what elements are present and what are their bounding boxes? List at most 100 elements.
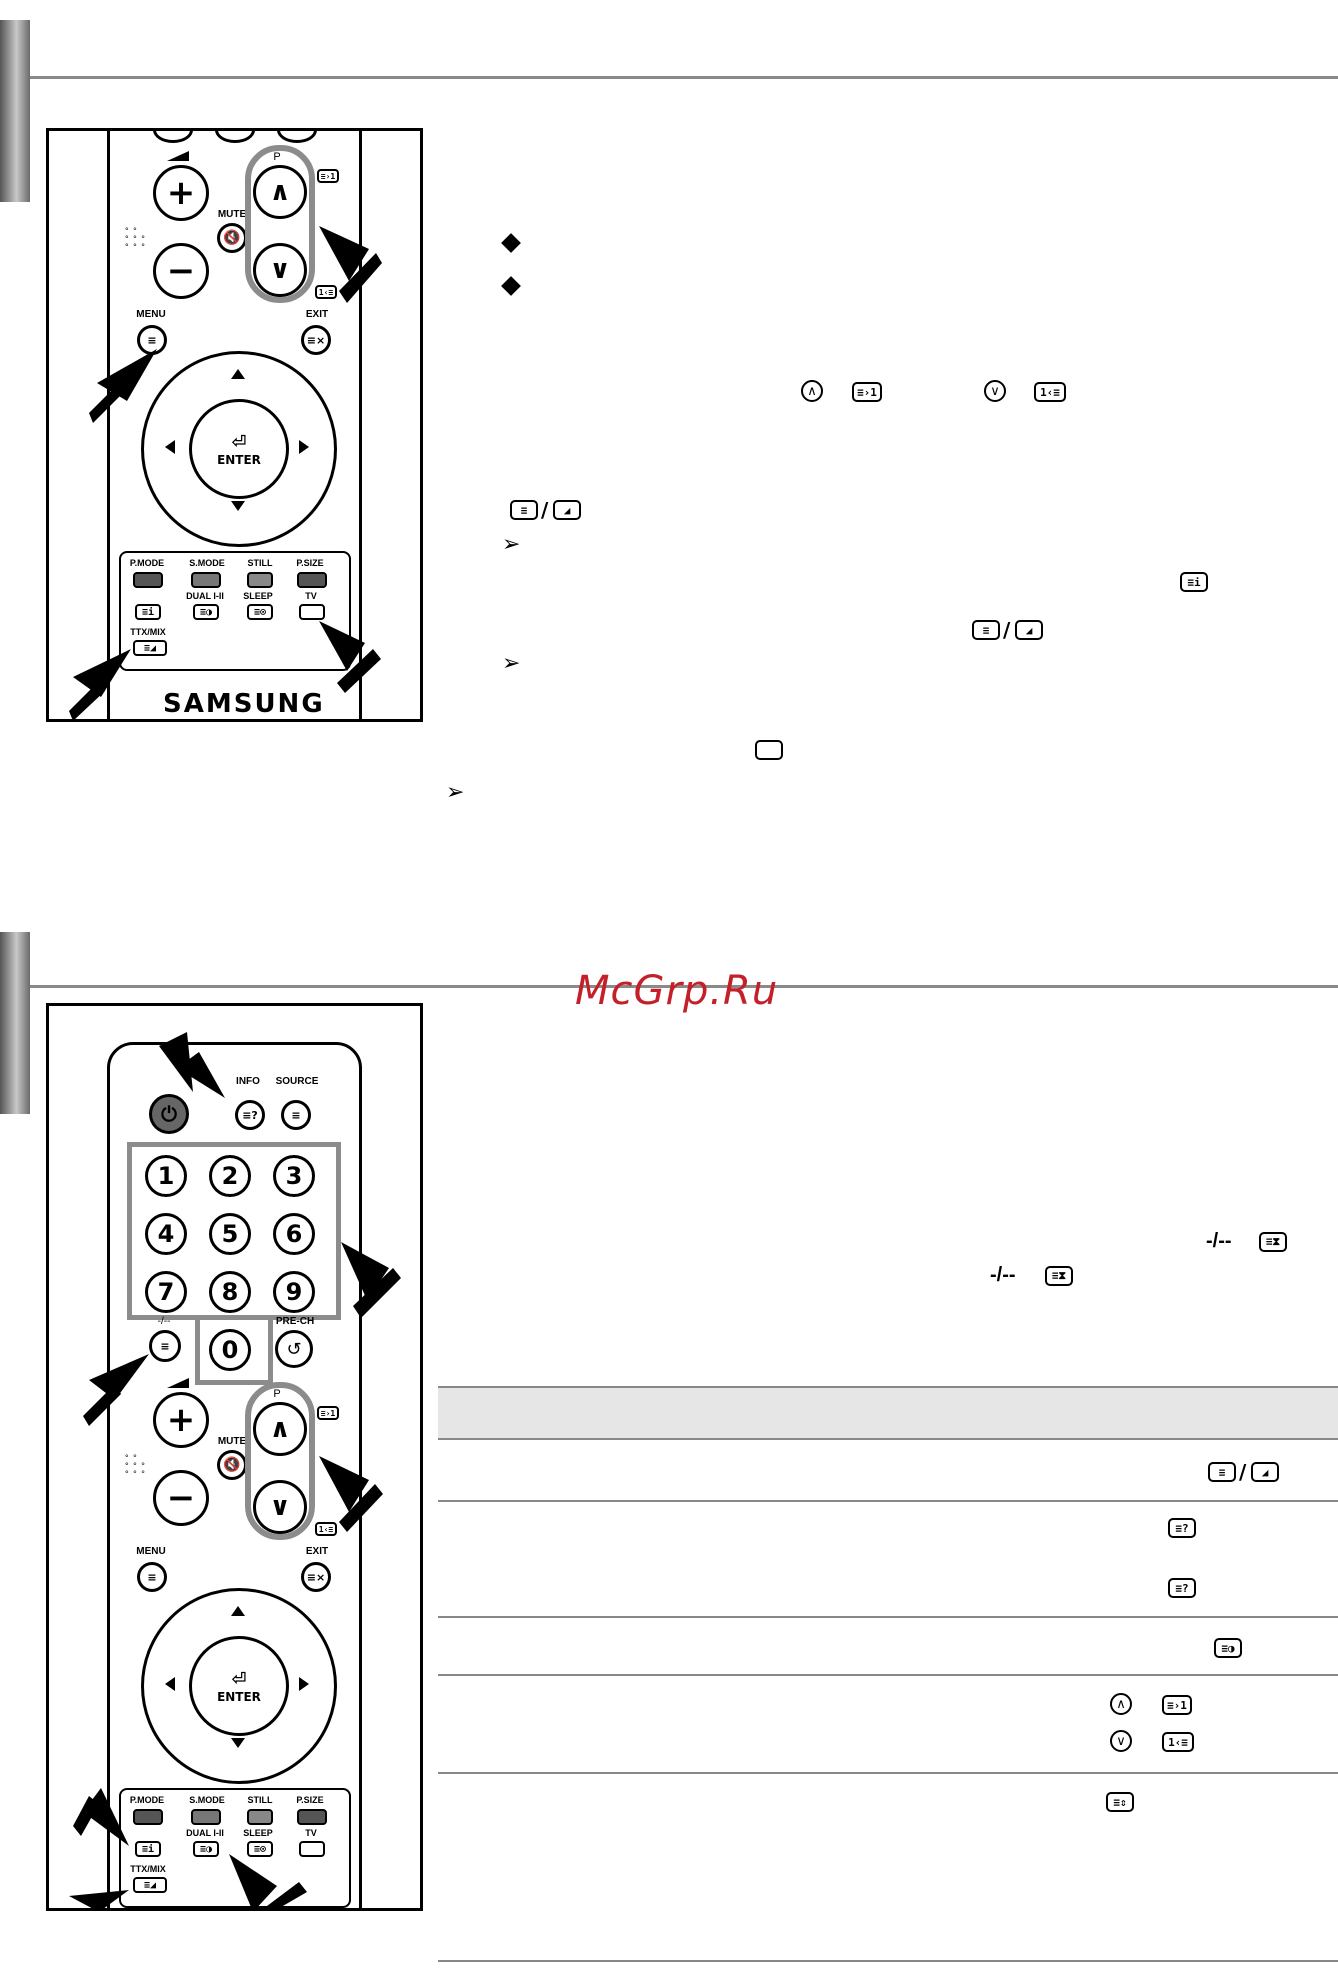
pmode-label: P.MODE <box>129 558 165 568</box>
volume-up-button[interactable]: + <box>153 1392 209 1448</box>
digit-3-button[interactable]: 3 <box>273 1155 315 1197</box>
teletext-index-button[interactable]: ≡i <box>135 604 161 620</box>
volume-ramp-icon <box>167 151 189 161</box>
ttxmix-button[interactable]: ≡◢ <box>133 1877 167 1893</box>
enter-label: ENTER <box>217 1689 261 1704</box>
teletext-hold-icon: ≡⧗ <box>1045 1266 1073 1286</box>
digit-5-button[interactable]: 5 <box>209 1213 251 1255</box>
smode-button[interactable] <box>191 572 221 588</box>
diamond-bullet-icon <box>501 276 521 296</box>
info-button[interactable]: ≡? <box>235 1100 265 1130</box>
slash-separator: / <box>541 498 549 522</box>
p-label: P <box>273 1388 281 1400</box>
channel-up-button[interactable]: ∧ <box>253 165 307 219</box>
psize-button[interactable] <box>297 572 327 588</box>
teletext-hold-icon: ≡⧗ <box>1259 1232 1287 1252</box>
sleep-label: SLEEP <box>243 591 273 601</box>
pointer-arrow <box>319 226 369 281</box>
channel-down-button[interactable]: ∨ <box>253 1480 307 1534</box>
nav-right-icon <box>299 440 309 454</box>
dual-button[interactable]: ≡◑ <box>193 1841 219 1857</box>
sleep-label: SLEEP <box>243 1828 273 1838</box>
pmode-button[interactable] <box>133 572 163 588</box>
teletext-reveal-icon: ≡? <box>1168 1578 1196 1598</box>
dashdash-label: -/-- <box>157 1316 171 1327</box>
teletext-on-icon: ≡ <box>510 500 538 520</box>
teletext-index-button[interactable]: ≡i <box>135 1841 161 1857</box>
teletext-next-icon: ≡›1 <box>317 1406 339 1420</box>
still-label: STILL <box>247 1795 273 1805</box>
teletext-next-page-icon: ≡›1 <box>1162 1695 1192 1715</box>
nav-down-icon <box>231 1738 245 1748</box>
tv-button[interactable] <box>299 1841 325 1857</box>
tv-button[interactable] <box>299 604 325 620</box>
menu-button[interactable]: ≡ <box>137 1562 167 1592</box>
dashdash-symbol: -/-- <box>990 1264 1016 1286</box>
digit-8-button[interactable]: 8 <box>209 1271 251 1313</box>
volume-up-button[interactable]: + <box>153 165 209 221</box>
channel-highlight <box>245 145 315 303</box>
triangle-arrow-icon: ➢ <box>502 532 521 557</box>
section-tab-top <box>0 20 30 202</box>
power-button[interactable]: ⏻ <box>149 1094 189 1134</box>
function-panel <box>119 1788 351 1908</box>
sleep-button[interactable]: ≡⊙ <box>247 1841 273 1857</box>
teletext-prev-page-icon: 1‹≡ <box>1034 382 1066 402</box>
dashdash-button[interactable]: ≡ <box>149 1330 181 1362</box>
still-button[interactable] <box>247 572 273 588</box>
psize-button[interactable] <box>297 1809 327 1825</box>
prech-button[interactable]: ↺ <box>275 1330 313 1368</box>
pointer-arrow <box>337 649 381 693</box>
enter-button[interactable]: ⏎ ENTER <box>189 399 289 499</box>
diamond-bullet-icon <box>501 233 521 253</box>
digit-2-button[interactable]: 2 <box>209 1155 251 1197</box>
dual-button[interactable]: ≡◑ <box>193 604 219 620</box>
enter-icon: ⏎ <box>231 1668 247 1690</box>
nav-up-icon <box>231 369 245 379</box>
digit-4-button[interactable]: 4 <box>145 1213 187 1255</box>
ttxmix-button[interactable]: ≡◢ <box>133 640 167 656</box>
pmode-button[interactable] <box>133 1809 163 1825</box>
p-label: P <box>273 151 281 163</box>
exit-button[interactable]: ≡× <box>301 1562 331 1592</box>
still-button[interactable] <box>247 1809 273 1825</box>
smode-label: S.MODE <box>189 1795 225 1805</box>
teletext-reveal-icon: ≡? <box>1168 1518 1196 1538</box>
table-row-rule <box>438 1674 1338 1676</box>
teletext-prev-icon: 1‹≡ <box>315 285 337 299</box>
digit-1-button[interactable]: 1 <box>145 1155 187 1197</box>
smode-button[interactable] <box>191 1809 221 1825</box>
sleep-button[interactable]: ≡⊙ <box>247 604 273 620</box>
nav-up-icon <box>231 1606 245 1616</box>
teletext-next-page-icon: ≡›1 <box>852 382 882 402</box>
exit-button[interactable]: ≡× <box>301 325 331 355</box>
slash-separator: / <box>1003 618 1011 642</box>
teletext-mix-icon: ◢ <box>1015 620 1043 640</box>
volume-down-button[interactable]: − <box>153 243 209 299</box>
teletext-size-icon: ≡◑ <box>1214 1638 1242 1658</box>
table-header <box>438 1388 1338 1438</box>
enter-button[interactable]: ⏎ ENTER <box>189 1636 289 1736</box>
info-label: INFO <box>236 1076 260 1087</box>
tv-icon <box>755 740 783 760</box>
teletext-mix-icon: ◢ <box>1251 1462 1279 1482</box>
digit-0-button[interactable]: 0 <box>209 1329 251 1371</box>
digit-6-button[interactable]: 6 <box>273 1213 315 1255</box>
watermark: McGrp.Ru <box>575 968 779 1014</box>
mute-button[interactable]: 🔇 <box>217 1450 247 1480</box>
channel-up-icon: ∧ <box>801 380 823 402</box>
teletext-prev-page-icon: 1‹≡ <box>1162 1732 1194 1752</box>
table-row-rule <box>438 1438 1338 1440</box>
nav-right-icon <box>299 1677 309 1691</box>
volume-down-button[interactable]: − <box>153 1470 209 1526</box>
pointer-arrow <box>341 1242 389 1300</box>
ttxmix-label: TTX/MIX <box>130 1864 166 1874</box>
table-row-rule <box>438 1772 1338 1774</box>
channel-down-button[interactable]: ∨ <box>253 243 307 297</box>
nav-left-icon <box>165 440 175 454</box>
digit-7-button[interactable]: 7 <box>145 1271 187 1313</box>
source-button[interactable]: ≡ <box>281 1100 311 1130</box>
pointer-arrow <box>69 681 105 719</box>
channel-up-button[interactable]: ∧ <box>253 1402 307 1456</box>
digit-9-button[interactable]: 9 <box>273 1271 315 1313</box>
